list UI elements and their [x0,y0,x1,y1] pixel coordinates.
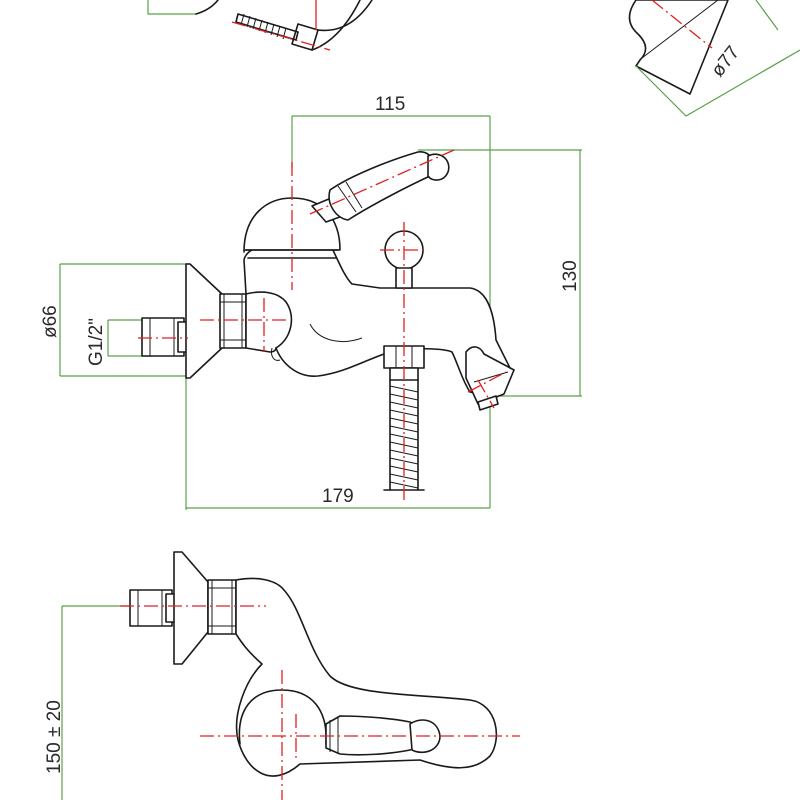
inlet-connector [141,317,189,357]
wall-flange [185,263,223,379]
plan-inlet-connector [129,589,177,627]
top-width-label: 115 [375,94,405,115]
top-fragment-dim-line [147,0,196,15]
side-view-centerlines [138,149,507,500]
plan-wall-flange [173,551,209,665]
plan-view: 150 ± 20 [44,551,520,800]
center-distance-label: 150 ± 20 [44,700,65,774]
hose-connector [383,345,425,381]
top-fragment-body [195,0,219,15]
inlet-thread-label: G1/2" [86,318,107,366]
height-label: 130 [560,260,581,292]
escutcheon-dim-line [635,49,800,117]
side-view-dimensions [59,115,582,510]
top-view-fragment: ø77 [147,0,800,117]
plan-hex-nut [207,579,237,635]
hex-nut [219,293,247,349]
spout-outlet [465,346,515,411]
escutcheon-diameter-label: ø77 [707,42,744,81]
flange-diameter-label: ø66 [40,305,61,338]
overall-depth-label: 179 [322,486,354,507]
plan-view-centerlines [120,605,520,800]
lever-handle [311,151,450,223]
mixer-body [243,243,513,399]
escutcheon-fragment: ø77 [628,0,800,117]
top-hose-fragment [231,0,373,51]
side-view: 115 130 ø66 G1/2" 179 [40,94,582,510]
